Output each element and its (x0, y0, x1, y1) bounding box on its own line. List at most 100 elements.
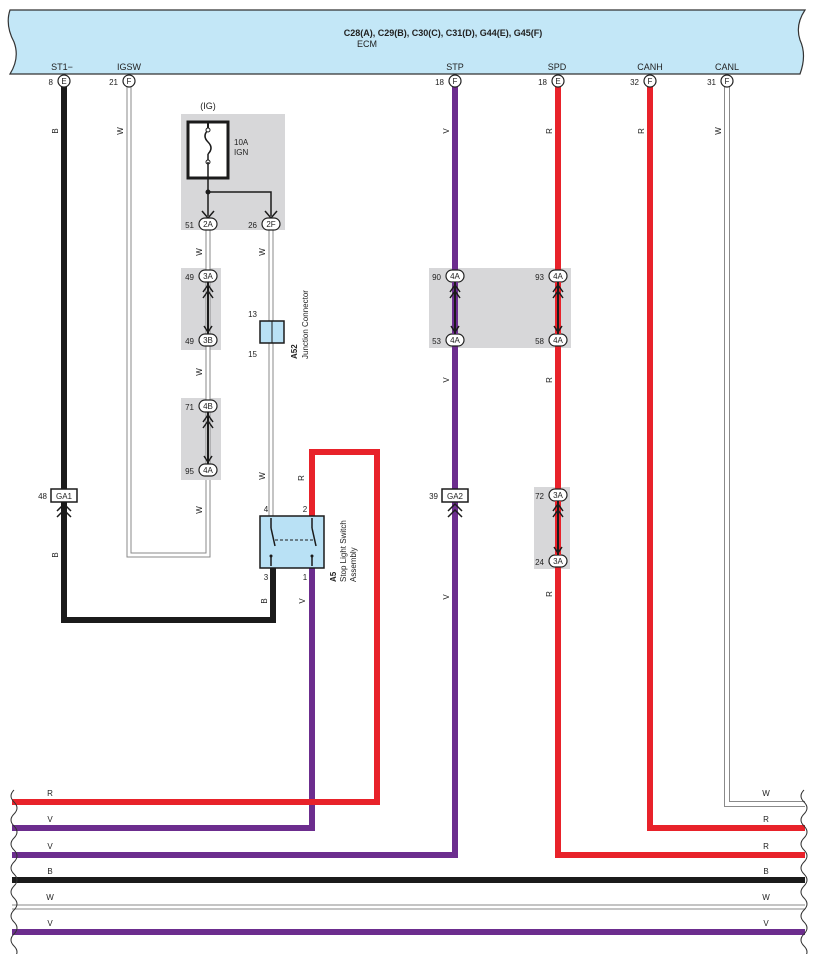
svg-text:W: W (195, 506, 204, 514)
svg-text:V: V (442, 594, 451, 600)
svg-text:V: V (298, 598, 307, 604)
svg-text:2F: 2F (266, 220, 275, 229)
connector-4a-left: 4A 95 (185, 463, 218, 477)
connector-3a-spd-top: 3A 72 (535, 488, 568, 502)
svg-text:R: R (763, 842, 769, 851)
svg-text:2: 2 (303, 505, 308, 514)
switch-name-line2: Assembly (349, 547, 358, 582)
svg-text:W: W (46, 893, 54, 902)
svg-text:B: B (51, 552, 60, 557)
wire-canh (647, 86, 805, 831)
svg-text:V: V (442, 377, 451, 383)
terminal-stp-name: STP (446, 62, 464, 72)
svg-text:B: B (47, 867, 52, 876)
svg-text:W: W (195, 368, 204, 376)
wire-switch-red (12, 449, 380, 805)
fuse-name: IGN (234, 148, 248, 157)
svg-text:26: 26 (248, 221, 257, 230)
ecm-connector-list: C28(A), C29(B), C30(C), C31(D), G44(E), … (344, 28, 543, 38)
wire-color-labels: B W V R R W W W W W W R V R B B V V R R … (46, 127, 770, 928)
svg-text:8: 8 (49, 78, 54, 87)
terminal-canl-name: CANL (715, 62, 739, 72)
svg-text:4: 4 (264, 505, 269, 514)
stop-light-switch-a5: 4 2 3 1 A5 Stop Light Switch Assembly (259, 505, 358, 582)
mating-arrows-3a-3b (202, 282, 214, 334)
connector-2a: 2A 51 (185, 217, 218, 231)
svg-text:49: 49 (185, 273, 194, 282)
ecm-terminal-st1: E 8 (49, 74, 71, 88)
junction-connector-a52: 13 15 A52 Junction Connector (248, 290, 310, 359)
connector-2f: 2F 26 (248, 217, 281, 231)
svg-text:53: 53 (432, 337, 441, 346)
svg-text:R: R (545, 377, 554, 383)
mating-arrows-stp (449, 282, 461, 334)
svg-text:18: 18 (538, 78, 547, 87)
ground-ga1: GA1 48 (38, 488, 78, 518)
svg-text:W: W (258, 472, 267, 480)
svg-text:3A: 3A (553, 491, 563, 500)
ecm-terminal-canl: F 31 (707, 74, 734, 88)
svg-text:90: 90 (432, 273, 441, 282)
svg-text:51: 51 (185, 221, 194, 230)
svg-text:V: V (47, 842, 53, 851)
fuse-circuit-label: (IG) (200, 101, 216, 111)
junction-name: Junction Connector (301, 290, 310, 359)
svg-text:F: F (127, 77, 132, 86)
mating-arrows-spd-3a (552, 501, 564, 555)
svg-text:4A: 4A (450, 336, 460, 345)
svg-text:W: W (714, 127, 723, 135)
svg-text:72: 72 (535, 492, 544, 501)
svg-text:95: 95 (185, 467, 194, 476)
svg-text:3B: 3B (203, 336, 213, 345)
wire-canl (724, 86, 805, 807)
switch-name-line1: Stop Light Switch (339, 520, 348, 582)
fuse-rating: 10A (234, 138, 249, 147)
svg-text:W: W (258, 248, 267, 256)
ecm-terminal-spd: E 18 (538, 74, 565, 88)
svg-text:58: 58 (535, 337, 544, 346)
svg-text:3: 3 (264, 573, 269, 582)
connector-4b: 4B 71 (185, 399, 218, 413)
terminal-spd-name: SPD (548, 62, 567, 72)
connector-4a-spd-bottom: 4A 58 (535, 333, 568, 347)
svg-text:E: E (61, 77, 66, 86)
ecm-banner: C28(A), C29(B), C30(C), C31(D), G44(E), … (7, 9, 807, 75)
svg-text:4A: 4A (553, 336, 563, 345)
wire-st1 (61, 86, 276, 623)
connector-4a-spd-top: 4A 93 (535, 269, 568, 283)
svg-text:13: 13 (248, 310, 257, 319)
svg-text:F: F (725, 77, 730, 86)
svg-text:F: F (453, 77, 458, 86)
svg-text:3A: 3A (553, 557, 563, 566)
wire-spd (555, 86, 805, 858)
fuse-ign: (IG) 10A IGN (186, 101, 272, 216)
ecm-terminal-igsw: F 21 (109, 74, 136, 88)
connector-4a-stp-bottom: 4A 53 (432, 333, 465, 347)
junction-id: A52 (290, 344, 299, 359)
svg-text:24: 24 (535, 558, 544, 567)
svg-text:4A: 4A (203, 466, 213, 475)
switch-id: A5 (329, 571, 338, 582)
svg-text:4A: 4A (450, 272, 460, 281)
svg-text:W: W (195, 248, 204, 256)
ecm-terminal-canh: F 32 (630, 74, 657, 88)
terminal-st1-name: ST1− (51, 62, 73, 72)
mating-arrows-spd (552, 282, 564, 334)
svg-text:4A: 4A (553, 272, 563, 281)
svg-text:B: B (763, 867, 768, 876)
svg-text:15: 15 (248, 350, 257, 359)
svg-text:GA1: GA1 (56, 492, 73, 501)
svg-text:R: R (297, 475, 306, 481)
mating-arrows-4b-4a (202, 412, 214, 464)
svg-text:R: R (47, 789, 53, 798)
svg-text:3A: 3A (203, 272, 213, 281)
svg-text:R: R (763, 815, 769, 824)
svg-text:R: R (545, 128, 554, 134)
svg-text:W: W (762, 893, 770, 902)
break-marks (10, 789, 808, 954)
svg-text:E: E (555, 77, 560, 86)
terminal-canh-name: CANH (637, 62, 663, 72)
wire-switch-violet (12, 568, 315, 831)
ecm-terminal-stp: F 18 (435, 74, 462, 88)
